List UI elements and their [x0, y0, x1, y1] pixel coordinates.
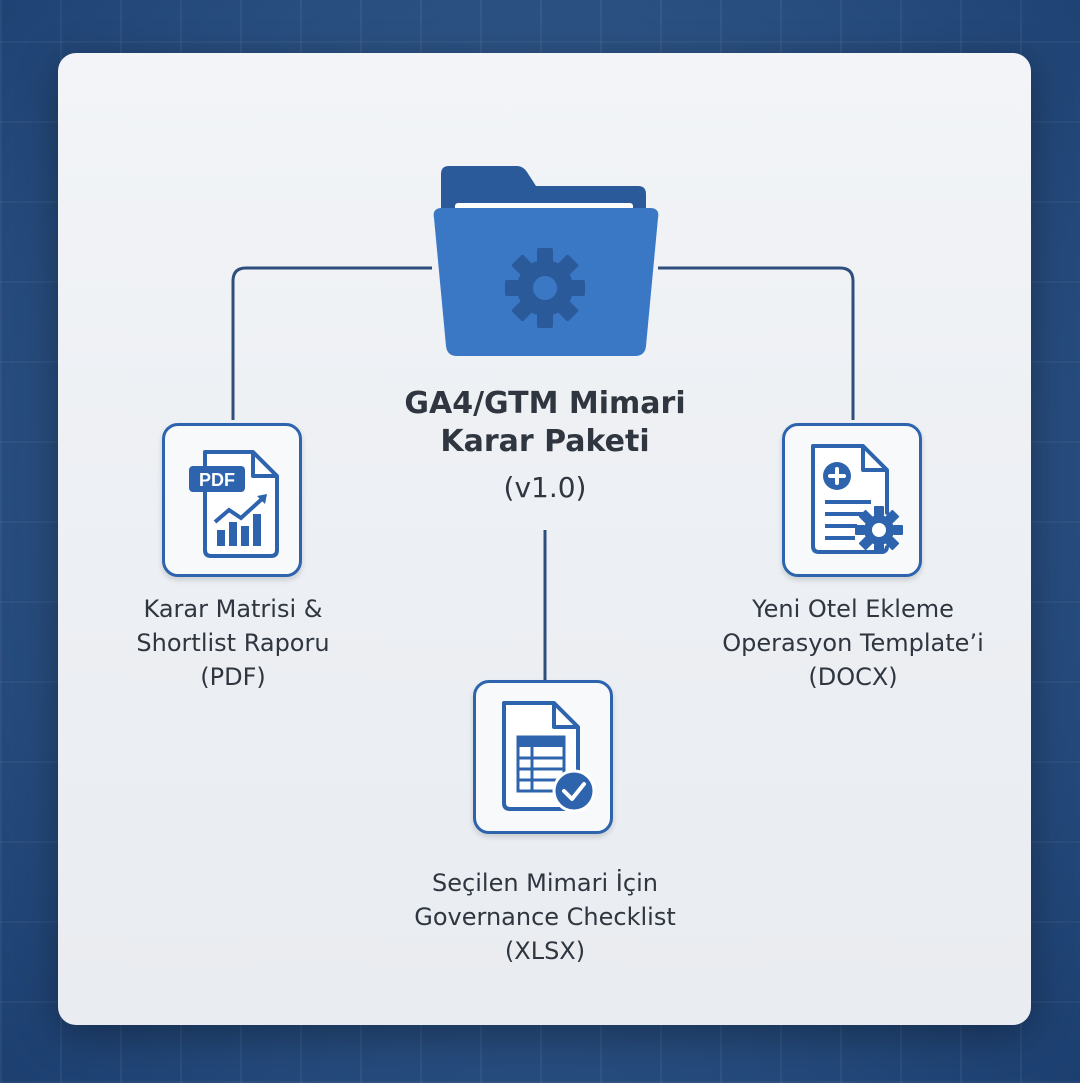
- package-version: (v1.0): [503, 471, 587, 504]
- connector-right: [658, 266, 855, 420]
- document-gear-icon: [811, 444, 903, 554]
- package-title-line2: Karar Paketi: [440, 424, 650, 459]
- deliverable-pdf-line2: Shortlist Raporu: [136, 629, 330, 657]
- package-title-line1: GA4/GTM Mimari: [404, 386, 686, 421]
- deliverable-docx-line2: Operasyon Template’i: [722, 629, 984, 657]
- deliverable-docx-label: Yeni Otel Ekleme Operasyon Template’i (D…: [690, 592, 1016, 694]
- deliverable-pdf-label: Karar Matrisi & Shortlist Raporu (PDF): [100, 592, 366, 694]
- connector-left: [231, 266, 432, 420]
- deliverable-pdf-line3: (PDF): [200, 663, 266, 691]
- deliverable-xlsx-label: Seçilen Mimari İçin Governance Checklist…: [385, 866, 705, 968]
- deliverable-xlsx-tile[interactable]: [473, 680, 613, 834]
- folder-gear-icon: [433, 166, 659, 356]
- deliverable-xlsx-line1: Seçilen Mimari İçin: [432, 869, 658, 897]
- pdf-badge: PDF: [199, 470, 235, 490]
- deliverable-docx-line3: (DOCX): [808, 663, 898, 691]
- deliverable-pdf-tile[interactable]: PDF: [162, 423, 302, 577]
- pdf-chart-icon: PDF: [189, 450, 279, 558]
- deliverable-xlsx-line2: Governance Checklist: [414, 903, 676, 931]
- deliverable-docx-tile[interactable]: [782, 423, 922, 577]
- spreadsheet-check-icon: [502, 701, 596, 813]
- deliverable-docx-line1: Yeni Otel Ekleme: [752, 595, 954, 623]
- deliverable-xlsx-line3: (XLSX): [504, 937, 586, 965]
- package-title: GA4/GTM Mimari Karar Paketi: [340, 385, 750, 461]
- deliverable-pdf-line1: Karar Matrisi &: [143, 595, 323, 623]
